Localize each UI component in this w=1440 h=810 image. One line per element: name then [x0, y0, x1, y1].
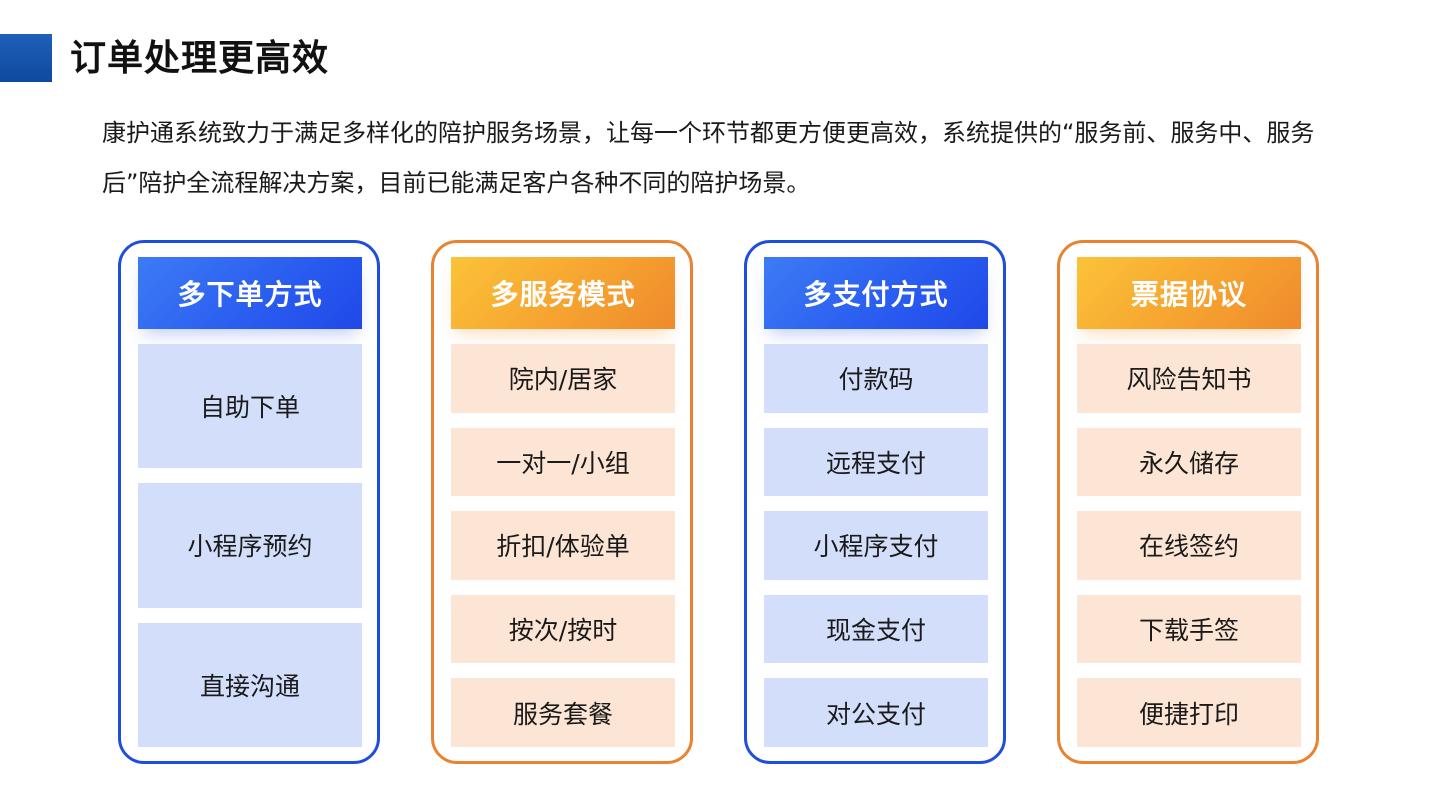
card-item: 直接沟通 — [138, 622, 362, 747]
card-title: 多下单方式 — [138, 257, 362, 329]
card-item: 现金支付 — [764, 594, 988, 664]
card-item: 小程序预约 — [138, 483, 362, 608]
card-title: 票据协议 — [1077, 257, 1301, 329]
card-item: 小程序支付 — [764, 511, 988, 580]
card-item: 按次/按时 — [451, 594, 675, 664]
card-item-list: 付款码 远程支付 小程序支付 现金支付 对公支付 — [764, 344, 988, 747]
card-item: 院内/居家 — [451, 344, 675, 413]
card-item-list: 风险告知书 永久储存 在线签约 下载手签 便捷打印 — [1077, 344, 1301, 747]
card-receipts-agreements: 票据协议 风险告知书 永久储存 在线签约 下载手签 便捷打印 — [1057, 240, 1319, 764]
card-item: 下载手签 — [1077, 594, 1301, 664]
card-item: 永久储存 — [1077, 427, 1301, 497]
card-item: 付款码 — [764, 344, 988, 413]
intro-paragraph: 康护通系统致力于满足多样化的陪护服务场景，让每一个环节都更方便更高效，系统提供的… — [102, 119, 1315, 197]
card-item: 便捷打印 — [1077, 678, 1301, 747]
page-title: 订单处理更高效 — [70, 38, 330, 79]
card-item: 服务套餐 — [451, 678, 675, 747]
card-order-methods: 多下单方式 自助下单 小程序预约 直接沟通 — [118, 240, 380, 764]
card-item: 折扣/体验单 — [451, 511, 675, 580]
card-payment-methods: 多支付方式 付款码 远程支付 小程序支付 现金支付 对公支付 — [744, 240, 1006, 764]
card-title: 多服务模式 — [451, 257, 675, 329]
card-item-list: 院内/居家 一对一/小组 折扣/体验单 按次/按时 服务套餐 — [451, 344, 675, 747]
card-item-list: 自助下单 小程序预约 直接沟通 — [138, 344, 362, 747]
card-item: 远程支付 — [764, 427, 988, 497]
card-service-modes: 多服务模式 院内/居家 一对一/小组 折扣/体验单 按次/按时 服务套餐 — [431, 240, 693, 764]
card-item: 在线签约 — [1077, 511, 1301, 580]
card-title: 多支付方式 — [764, 257, 988, 329]
card-item: 一对一/小组 — [451, 427, 675, 497]
card-item: 风险告知书 — [1077, 344, 1301, 413]
title-accent-bar — [0, 34, 52, 82]
card-item: 对公支付 — [764, 678, 988, 747]
card-item: 自助下单 — [138, 344, 362, 469]
